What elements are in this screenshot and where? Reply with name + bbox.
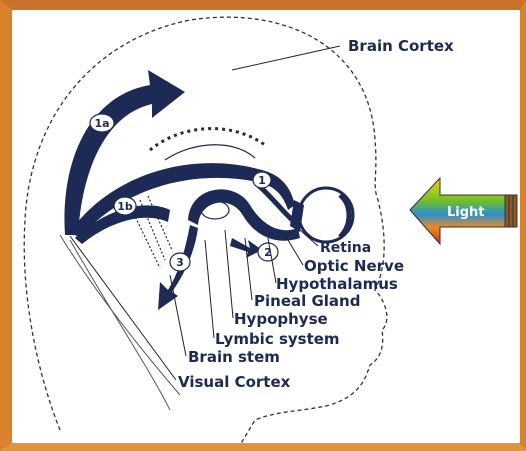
svg-text:1b: 1b bbox=[117, 200, 133, 213]
label-visual-cortex: Visual Cortex bbox=[178, 373, 291, 391]
label-brain-stem: Brain stem bbox=[188, 348, 280, 366]
label-hypophyse: Hypophyse bbox=[234, 310, 328, 328]
label-lymbic-system: Lymbic system bbox=[215, 330, 340, 348]
marker-2: 2 bbox=[258, 243, 278, 261]
marker-1b: 1b bbox=[114, 197, 136, 215]
marker-1: 1 bbox=[253, 172, 271, 188]
neck-line bbox=[60, 235, 180, 410]
label-retina: Retina bbox=[320, 240, 371, 256]
limbic-arc bbox=[150, 129, 265, 150]
label-brain-cortex: Brain Cortex bbox=[348, 37, 454, 55]
light-label: Light bbox=[447, 205, 485, 220]
marker-1a: 1a bbox=[90, 114, 114, 132]
limbic-arc-inner bbox=[165, 145, 255, 160]
svg-text:3: 3 bbox=[176, 256, 184, 269]
marker-3: 3 bbox=[170, 253, 190, 271]
label-optic-nerve: Optic Nerve bbox=[304, 257, 404, 275]
label-hypothalamus: Hypothalamus bbox=[276, 275, 398, 293]
svg-text:1a: 1a bbox=[94, 117, 109, 130]
pineal-gland-shape bbox=[201, 201, 229, 219]
light-arrow: Light bbox=[410, 178, 517, 244]
svg-text:1: 1 bbox=[258, 174, 266, 187]
label-pineal-gland: Pineal Gland bbox=[254, 292, 360, 310]
